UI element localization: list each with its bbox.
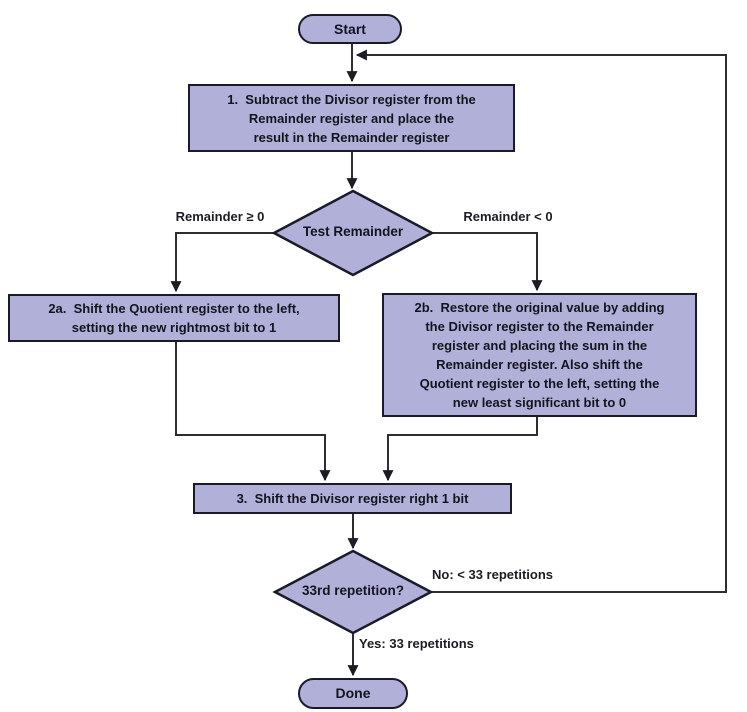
test-remainder-diamond: [271, 189, 435, 277]
test-repetition-diamond: [272, 549, 434, 635]
done-node: Done: [298, 678, 408, 709]
remainder-lt-zero-label: Remainder < 0: [463, 209, 553, 224]
step1-subtract-box: 1. Subtract the Divisor register from th…: [188, 84, 515, 152]
edge-test-remainder-to-step2b: [432, 232, 543, 292]
test-remainder-label: Test Remainder: [302, 224, 404, 239]
start-node: Start: [298, 14, 402, 44]
remainder-ge-zero-label: Remainder ≥ 0: [175, 209, 265, 224]
edge-step2b-to-step3: [382, 417, 538, 482]
yes-branch-label: Yes: 33 repetitions: [359, 636, 474, 651]
edge-test-remainder-to-step2a: [170, 232, 274, 293]
test-repetition-label: 33rd repetition?: [301, 583, 404, 598]
step2a-shift-quotient-box: 2a. Shift the Quotient register to the l…: [8, 294, 340, 342]
edge-step2a-to-step3: [175, 342, 331, 482]
step3-shift-divisor-box: 3. Shift the Divisor register right 1 bi…: [193, 483, 512, 514]
edge-no-feedback-loop: [355, 49, 727, 593]
step2b-restore-box: 2b. Restore the original value by adding…: [382, 293, 697, 417]
no-branch-label: No: < 33 repetitions: [432, 567, 553, 582]
